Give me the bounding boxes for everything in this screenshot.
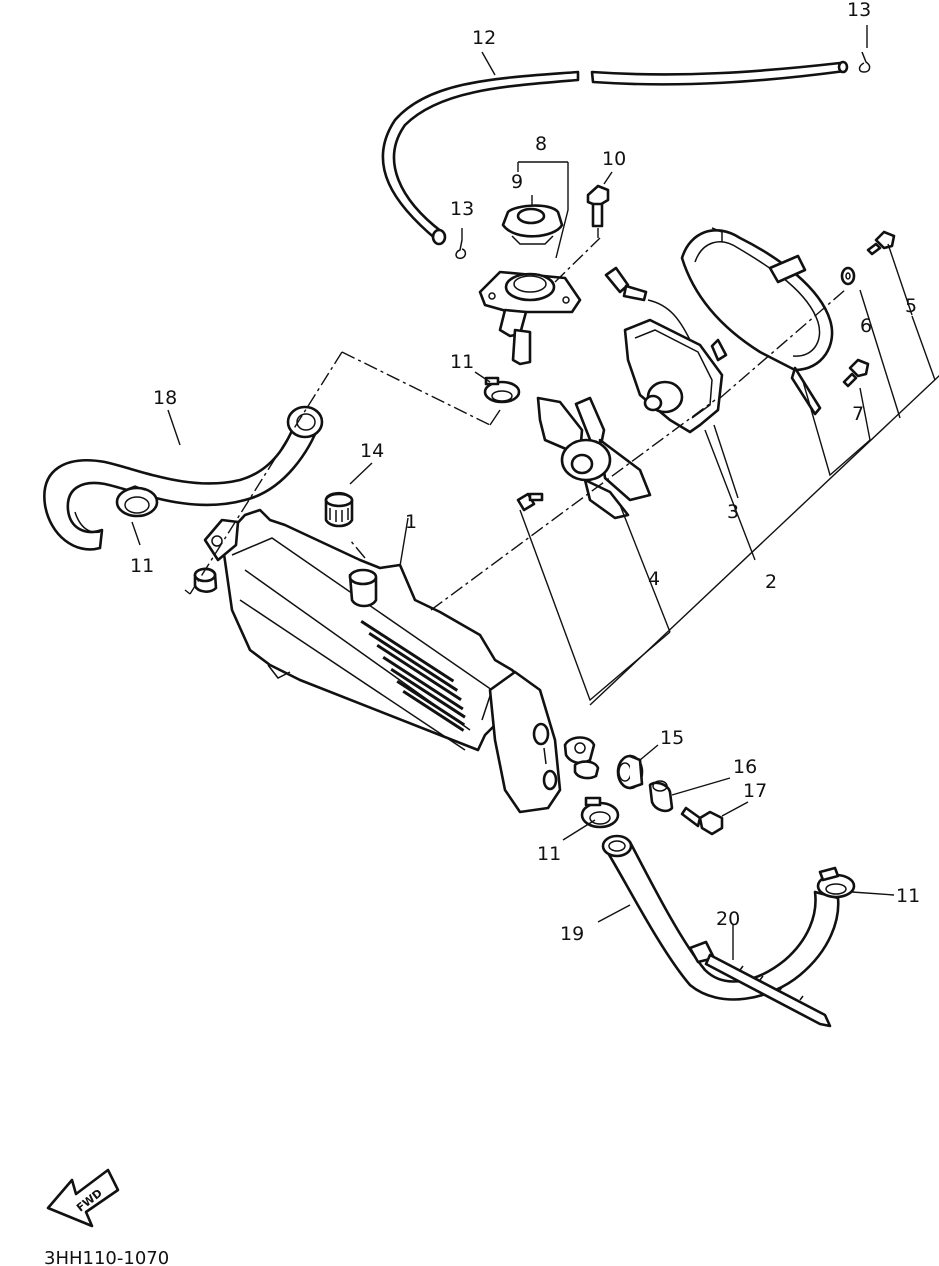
callout-16: 16 bbox=[733, 756, 757, 778]
hose-clamp-lower-right bbox=[816, 866, 856, 899]
callout-6: 6 bbox=[860, 315, 872, 337]
bolt-7 bbox=[842, 358, 870, 388]
callout-18: 18 bbox=[153, 387, 177, 409]
callout-12: 12 bbox=[472, 27, 496, 49]
breather-hose bbox=[381, 60, 849, 246]
fan-motor bbox=[604, 266, 724, 434]
bolt-17 bbox=[680, 806, 724, 836]
callout-14: 14 bbox=[360, 440, 384, 462]
radiator-core-fins bbox=[360, 620, 466, 732]
callout-3: 3 bbox=[727, 501, 739, 523]
callout-19: 19 bbox=[560, 923, 584, 945]
cable-tie bbox=[688, 940, 832, 1028]
callout-11-left: 11 bbox=[130, 555, 154, 577]
leader-lines bbox=[131, 25, 939, 960]
hose-clip-lower bbox=[455, 239, 467, 260]
callout-10: 10 bbox=[602, 148, 626, 170]
filler-neck bbox=[478, 270, 582, 366]
callout-11-upper: 11 bbox=[450, 351, 474, 373]
fwd-arrow-icon: FWD bbox=[46, 1168, 120, 1228]
callout-2: 2 bbox=[765, 571, 777, 593]
washer-6 bbox=[840, 266, 856, 286]
upper-hose bbox=[43, 405, 324, 551]
callout-labels: 12 13 8 9 10 13 11 18 14 11 1 5 6 7 3 4 … bbox=[130, 0, 920, 945]
diagram-code: 3HH110-1070 bbox=[44, 1248, 169, 1266]
grommet-15 bbox=[616, 754, 644, 790]
hose-clip-upper bbox=[858, 51, 871, 73]
callout-11-lower-right: 11 bbox=[896, 885, 920, 907]
callout-1: 1 bbox=[405, 511, 417, 533]
callout-5: 5 bbox=[905, 295, 917, 317]
bolt-5 bbox=[866, 230, 896, 256]
hose-clamp-upper-mid bbox=[483, 376, 521, 404]
assembly-lines bbox=[189, 228, 846, 611]
fan-blade bbox=[516, 396, 652, 520]
radiator bbox=[193, 508, 600, 814]
callout-20: 20 bbox=[716, 908, 740, 930]
callout-11-lower-left: 11 bbox=[537, 843, 561, 865]
collar-16 bbox=[648, 780, 674, 813]
hose-clamp-left bbox=[115, 485, 159, 518]
callout-9: 9 bbox=[511, 171, 523, 193]
callout-8: 8 bbox=[535, 133, 547, 155]
callout-13-lower: 13 bbox=[450, 198, 474, 220]
plug-14 bbox=[324, 491, 354, 528]
callout-13-top: 13 bbox=[847, 0, 871, 21]
callout-7: 7 bbox=[852, 403, 864, 425]
bolt-10 bbox=[586, 184, 610, 228]
callout-4: 4 bbox=[648, 568, 660, 590]
callout-17: 17 bbox=[743, 780, 767, 802]
radiator-cap bbox=[501, 204, 564, 245]
hose-clamp-lower-left bbox=[580, 796, 620, 829]
callout-15: 15 bbox=[660, 727, 684, 749]
